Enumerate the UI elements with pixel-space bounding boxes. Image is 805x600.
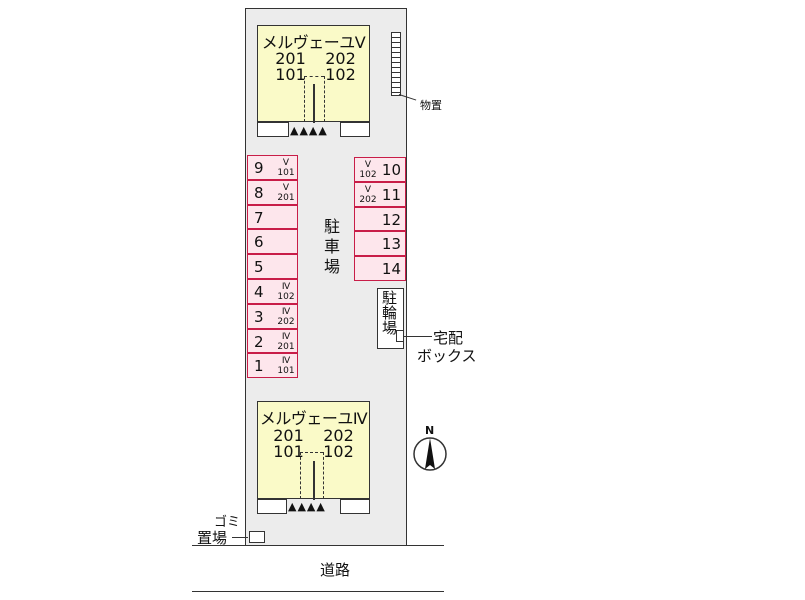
parking-space-number: 13 — [381, 235, 401, 254]
unit-201: 201 — [273, 426, 304, 445]
unit-building: Ⅳ — [281, 356, 291, 367]
building-top-name: メルヴェーユⅤ — [261, 33, 366, 52]
unit-number: 202 — [277, 316, 295, 327]
balcony-right — [340, 122, 370, 137]
garbage-label: ゴミ — [214, 515, 241, 530]
parking-space-7: 7 — [247, 204, 298, 230]
parking-space-number: 3 — [254, 307, 264, 326]
balcony-left — [257, 499, 287, 514]
storage-label: 物置 — [420, 99, 442, 112]
unit-101: 101 — [275, 65, 306, 84]
unit-number: 102 — [359, 170, 377, 180]
bicycle-parking-label: 駐輪場 — [380, 290, 398, 335]
stair-line — [300, 452, 301, 499]
parking-label: 駐車場 — [321, 218, 340, 278]
unit-102: 102 — [323, 442, 354, 461]
road-edge-bottom — [192, 591, 444, 592]
stair-line — [304, 76, 305, 122]
parking-space-6: 6 — [247, 229, 298, 255]
unit-building: Ⅴ — [364, 184, 372, 195]
unit-number: 101 — [277, 168, 295, 178]
unit-building: Ⅴ — [282, 158, 290, 168]
parking-space-number: 2 — [254, 332, 264, 351]
parking-space-number: 10 — [381, 161, 401, 179]
storage-shed — [391, 32, 401, 96]
stair-line — [324, 76, 325, 122]
unit-building: Ⅳ — [281, 281, 291, 292]
parking-space-number: 12 — [381, 210, 401, 229]
garbage-label: 置場 — [197, 529, 228, 547]
parking-space-number: 8 — [254, 183, 264, 202]
unit-number: 102 — [277, 291, 295, 302]
unit-101: 101 — [273, 442, 304, 461]
unit-number: 201 — [277, 192, 295, 203]
parking-space-number: 5 — [254, 258, 264, 277]
parking-space-number: 4 — [254, 282, 264, 301]
building-bottom-name: メルヴェーユⅣ — [259, 409, 368, 428]
parking-space-number: 9 — [254, 159, 264, 177]
balcony-left — [257, 122, 289, 137]
unit-202: 202 — [325, 49, 356, 68]
parking-space-12: 12 — [354, 206, 406, 232]
parking-space-number: 11 — [381, 185, 401, 204]
stair-line — [304, 76, 324, 77]
unit-number: 202 — [359, 194, 377, 205]
balcony-right — [340, 499, 370, 514]
stair-line — [323, 452, 324, 499]
unit-number: 201 — [277, 341, 295, 352]
parking-space-13: 13 — [354, 231, 406, 257]
unit-number: 101 — [277, 366, 295, 377]
north-arrow-icon: N — [412, 424, 448, 479]
unit-201: 201 — [275, 49, 306, 68]
unit-building: Ⅳ — [281, 331, 291, 342]
parking-space-number: 14 — [381, 260, 401, 279]
parking-space-14: 14 — [354, 256, 406, 281]
delivery-leader — [404, 336, 432, 337]
garbage-leader — [232, 537, 248, 538]
unit-building: Ⅴ — [282, 182, 290, 193]
unit-building: Ⅳ — [281, 306, 291, 317]
building-top: メルヴェーユⅤ 201 202 101 102 — [257, 25, 370, 123]
delivery-box-label: 宅配 — [433, 329, 464, 347]
parking-space-number: 1 — [254, 357, 264, 376]
road-label: 道路 — [320, 561, 351, 579]
delivery-box — [396, 330, 404, 342]
unit-102: 102 — [325, 65, 356, 84]
north-label: N — [425, 424, 435, 437]
party-wall — [313, 461, 315, 500]
parking-space-5: 5 — [247, 254, 298, 279]
stair-line — [300, 452, 323, 453]
entrance-marks: ▲▲▲▲ — [290, 124, 328, 137]
building-bottom: メルヴェーユⅣ 201 202 101 102 — [257, 401, 370, 500]
delivery-box-label: ボックス — [417, 347, 477, 365]
party-wall — [313, 84, 315, 123]
garbage-station — [249, 531, 265, 543]
parking-space-number: 6 — [254, 233, 264, 252]
unit-building: Ⅴ — [364, 160, 372, 170]
parking-space-number: 7 — [254, 208, 264, 227]
unit-202: 202 — [323, 426, 354, 445]
entrance-marks: ▲▲▲▲ — [288, 500, 326, 513]
road-edge-top — [192, 545, 444, 546]
